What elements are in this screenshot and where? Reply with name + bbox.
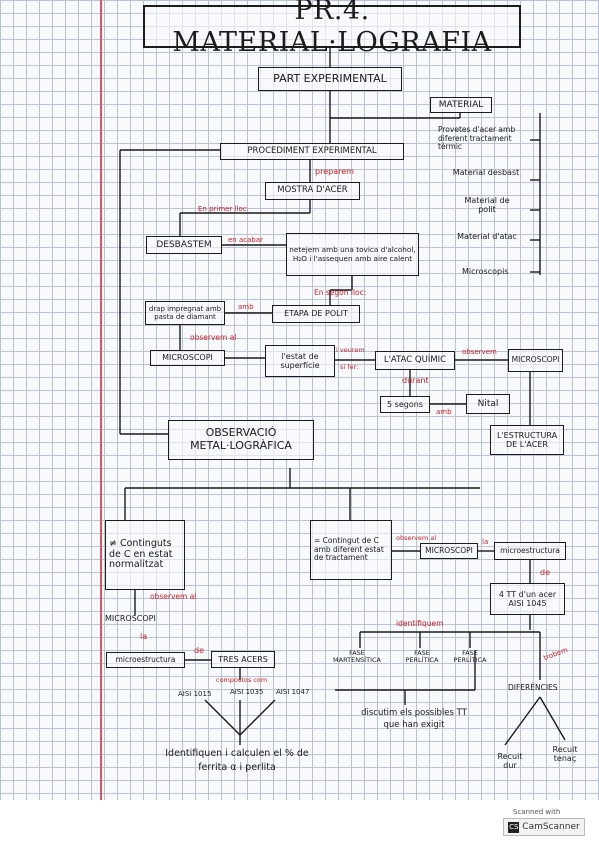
fase-perlitica-1: FASE PERLÍTICA <box>405 649 439 665</box>
tres-acers-box: TRES ACERS <box>211 651 275 668</box>
label-compostos-com: compostos com <box>216 676 268 684</box>
fase-perlitica-2: FASE PERLÍTICA <box>453 649 487 665</box>
microscopi-1-box: MICROSCOPI <box>150 350 225 366</box>
observacio-box: OBSERVACIÓ METAL·LOGRÀFICA <box>168 420 314 460</box>
fase-martensitica: FASE MARTENSÍTICA <box>333 649 381 665</box>
label-durant: durant <box>402 376 429 385</box>
microscopi-3-label: MICROSCOPI <box>105 614 156 623</box>
label-si-fer: si fer: <box>340 363 359 371</box>
discutim-text: discutim els possibles TT que han exigit <box>361 708 467 730</box>
label-amb-2: amb <box>436 408 452 416</box>
label-preparem: preparem <box>315 167 354 176</box>
microestructura-2-box: microestructura <box>494 542 566 560</box>
desbastem-box: DESBASTEM <box>146 236 222 254</box>
label-amb: amb <box>238 303 254 311</box>
label-de-2: de <box>540 568 550 577</box>
label-observem: observem <box>462 348 497 356</box>
recuit-dur: Recuit dur <box>497 752 523 771</box>
label-la: la <box>140 632 148 641</box>
aisi-1035: AISI 1035 <box>230 688 264 696</box>
contingut-eq-box: = Contingut de C amb diferent estat de t… <box>310 520 392 580</box>
tt4-box: 4 TT d'un acer AISI 1045 <box>490 583 565 615</box>
label-segon-lloc: En segon lloc: <box>314 288 367 297</box>
nital-box: Nital <box>466 394 510 414</box>
label-identifiquem: identifiquem <box>396 619 444 628</box>
logo-line2: CamScanner <box>522 822 580 832</box>
aisi-1047: AISI 1047 <box>276 688 310 696</box>
recuit-tenac: Recuit tenaç <box>552 745 578 764</box>
logo-line1: Scanned with <box>513 808 561 816</box>
label-la-2: la <box>482 538 489 546</box>
identifiquen-text: Identifiquen i calculen el % de ferrita … <box>165 748 309 774</box>
camscanner-logo: Scanned with CS CamScanner <box>503 808 585 838</box>
part-experimental-box: PART EXPERIMENTAL <box>258 67 402 91</box>
material-item-provetes: Provetes d'acer amb diferent tractament … <box>438 125 516 152</box>
segons-box: 5 segons <box>380 396 430 413</box>
microscopi-2-box: MICROSCOPI <box>508 349 563 372</box>
label-en-acabar: en acabar <box>228 236 264 244</box>
mostra-acer-box: MOSTRA D'ACER <box>265 182 360 200</box>
atac-quimic-box: L'ATAC QUÍMIC <box>375 351 455 370</box>
label-observem-al-2: observem al <box>150 592 197 601</box>
material-box: MATERIAL <box>430 97 492 113</box>
material-item-polit: Material de polit <box>464 196 510 215</box>
logo-badge: CS CamScanner <box>503 818 585 836</box>
procediment-box: PROCEDIMENT EXPERIMENTAL <box>220 143 404 160</box>
etapa-polit-box: ETAPA DE POLIT <box>272 305 360 323</box>
aisi-1015: AISI 1015 <box>178 690 212 698</box>
label-primer-lloc: En primer lloc: <box>198 205 249 213</box>
continguts-c-box: ≠ Continguts de C en estat normalitzat <box>105 520 185 590</box>
page-title: PR.4. MATERIAL·LOGRAFIA <box>143 0 521 58</box>
diagram-connectors <box>119 48 566 746</box>
diferencies-label: DIFERÈNCIES <box>508 683 558 692</box>
microscopi-4-box: MICROSCOPI <box>420 543 478 559</box>
estructura-acer-box: L'ESTRUCTURA DE L'ACER <box>490 425 564 455</box>
label-observem-al: observem al <box>190 333 237 342</box>
label-observem-al-3: observem al <box>396 534 437 542</box>
cs-icon: CS <box>508 821 520 833</box>
material-item-microscopis: Microscopis <box>462 267 509 276</box>
microestructura-1-box: microestructura <box>106 652 185 668</box>
material-item-atac: Material d'atac <box>457 232 517 241</box>
material-item-desbast: Material desbast <box>452 168 520 177</box>
netejem-box: netejem amb una tovica d'alcohol, H₂O i … <box>286 233 419 276</box>
margin-line <box>100 0 102 800</box>
drap-box: drap impregnat amb pasta de diamant <box>145 301 225 325</box>
label-de: de <box>194 646 204 655</box>
label-i-veurem: i veurem <box>336 346 365 354</box>
estat-superficie-box: l'estat de superfície <box>265 345 335 377</box>
